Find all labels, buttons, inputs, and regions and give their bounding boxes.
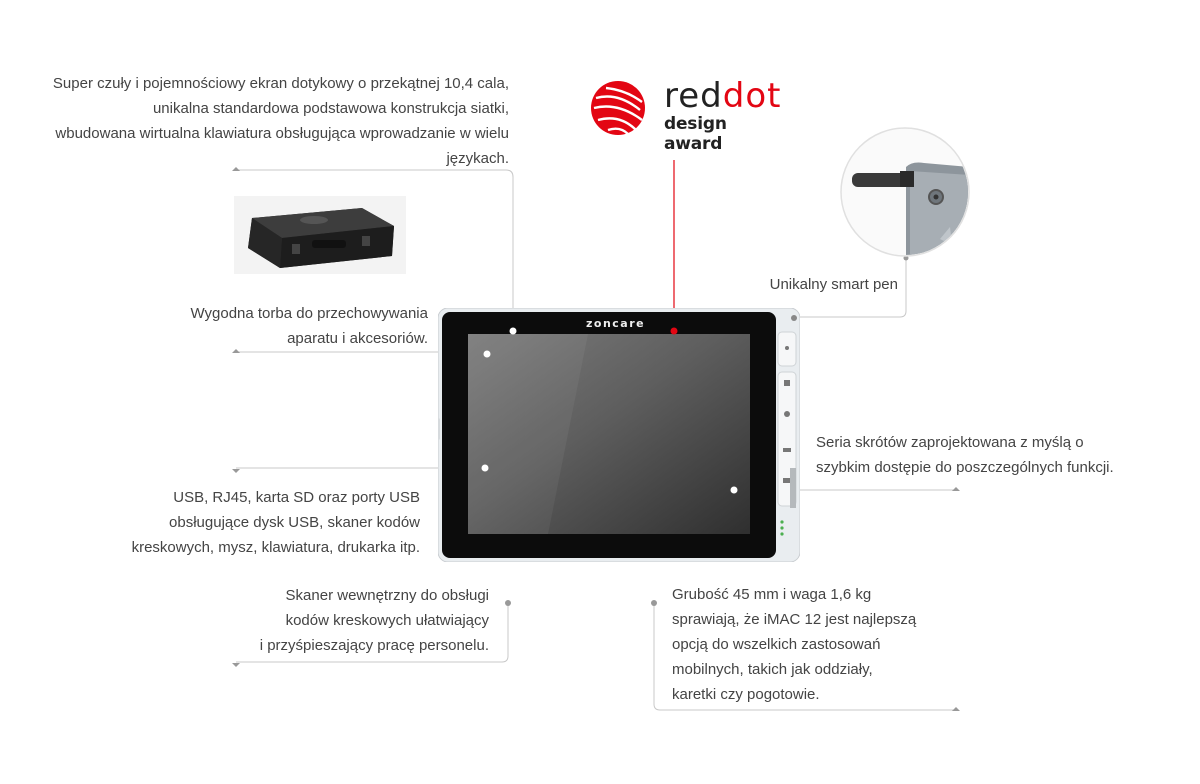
callout-screen: Super czuły i pojemnościowy ekran dotyko… [52,75,509,167]
tablet-body [438,308,800,562]
arrow-screen [232,167,240,171]
callout-scanner: Skaner wewnętrzny do obsługi kodów kresk… [259,587,489,654]
arrow-ports [232,469,240,473]
arrow-weight [952,707,960,711]
reddot-award-logo: reddot design award [590,76,790,154]
tablet-device: zoncare [438,308,800,562]
arrow-bag [232,349,240,353]
callout-weight: Grubość 45 mm i waga 1,6 kg sprawiają, ż… [672,586,917,703]
callout-bag: Wygodna torba do przechowywania aparatu … [190,305,428,347]
smart-pen-zoom-image [840,127,970,257]
carrying-case-image [234,196,406,274]
callout-pen: Unikalny smart pen [769,276,898,293]
arrow-shortcuts [952,487,960,491]
callout-ports: USB, RJ45, karta SD oraz porty USB obsłu… [131,489,420,556]
callout-shortcuts: Seria skrótów zaprojektowana z myślą o s… [816,434,1114,476]
device-brand-label: zoncare [586,317,646,330]
reddot-wordmark: reddot [664,76,782,116]
reddot-subtitle: design award [664,114,727,154]
arrow-scanner [232,663,240,667]
reddot-spiral-icon [591,81,645,135]
